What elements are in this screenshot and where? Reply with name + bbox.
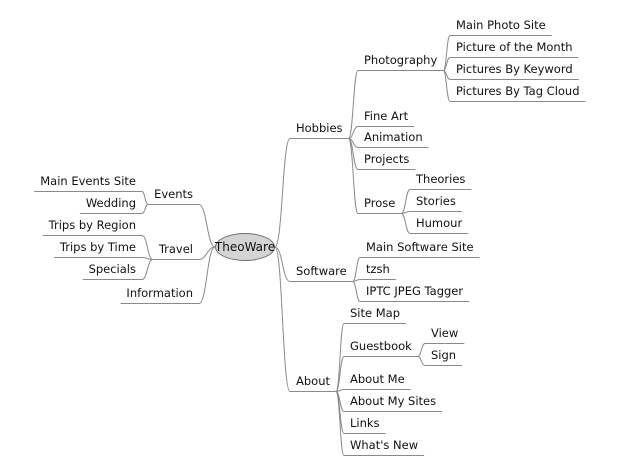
connector-line [141,204,149,214]
node-links[interactable]: Links [350,416,380,430]
node-humour[interactable]: Humour [416,216,463,230]
node-pictures-by-tag-cloud[interactable]: Pictures By Tag Cloud [456,84,580,98]
connector-line [274,246,291,282]
node-prose[interactable]: Prose [364,196,396,210]
connector-line [442,35,451,71]
node-main-software-site[interactable]: Main Software Site [366,240,474,254]
node-software[interactable]: Software [296,264,347,278]
node-picture-of-the-month[interactable]: Picture of the Month [456,40,573,54]
connector-line [348,70,359,139]
connector-line [274,138,291,248]
node-travel[interactable]: Travel [158,242,193,256]
node-view[interactable]: View [431,326,459,340]
node-wedding[interactable]: Wedding [85,196,136,210]
connector-line [352,281,361,302]
node-hobbies[interactable]: Hobbies [296,121,343,135]
connector-line [417,343,426,357]
connector-line [335,356,345,392]
connector-line [274,246,291,392]
node-events[interactable]: Events [154,187,193,201]
connector-line [198,246,216,304]
node-about-me[interactable]: About Me [350,372,405,386]
node-main-events-site[interactable]: Main Events Site [40,174,136,188]
connector-line [141,191,149,205]
connector-line [348,126,359,139]
node-pictures-by-keyword[interactable]: Pictures By Keyword [456,62,573,76]
node-trips-by-time[interactable]: Trips by Time [59,240,136,254]
node-site-map[interactable]: Site Map [350,306,401,320]
connector-line [335,391,345,456]
connector-line [198,204,216,248]
node-about-my-sites[interactable]: About My Sites [350,394,437,408]
node-specials[interactable]: Specials [88,262,136,276]
connector-line [417,356,426,366]
node-fine-art[interactable]: Fine Art [364,109,409,123]
node-tzsh[interactable]: tzsh [366,262,390,276]
connector-line [141,235,154,260]
node-trips-by-region[interactable]: Trips by Region [48,218,136,232]
node-guestbook[interactable]: Guestbook [350,339,412,353]
connector-line [443,57,451,71]
node-iptc-jpeg-tagger[interactable]: IPTC JPEG Tagger [366,284,464,298]
connector-line [401,213,411,234]
node-photography[interactable]: Photography [364,53,438,67]
node-about[interactable]: About [296,374,331,388]
connector-line [141,259,154,280]
node-main-photo-site[interactable]: Main Photo Site [456,18,546,32]
node-whats-new[interactable]: What's New [350,438,419,452]
connector-line [401,189,411,214]
connector-line [442,70,451,102]
node-information[interactable]: Information [126,286,193,300]
node-theories[interactable]: Theories [416,172,466,186]
node-sign[interactable]: Sign [431,348,457,362]
node-animation[interactable]: Animation [364,130,423,144]
connector-line [348,138,359,214]
node-projects[interactable]: Projects [364,152,410,166]
connector-line [352,257,361,282]
root-node-theoware[interactable]: TheoWare [215,233,275,261]
node-stories[interactable]: Stories [416,194,456,208]
